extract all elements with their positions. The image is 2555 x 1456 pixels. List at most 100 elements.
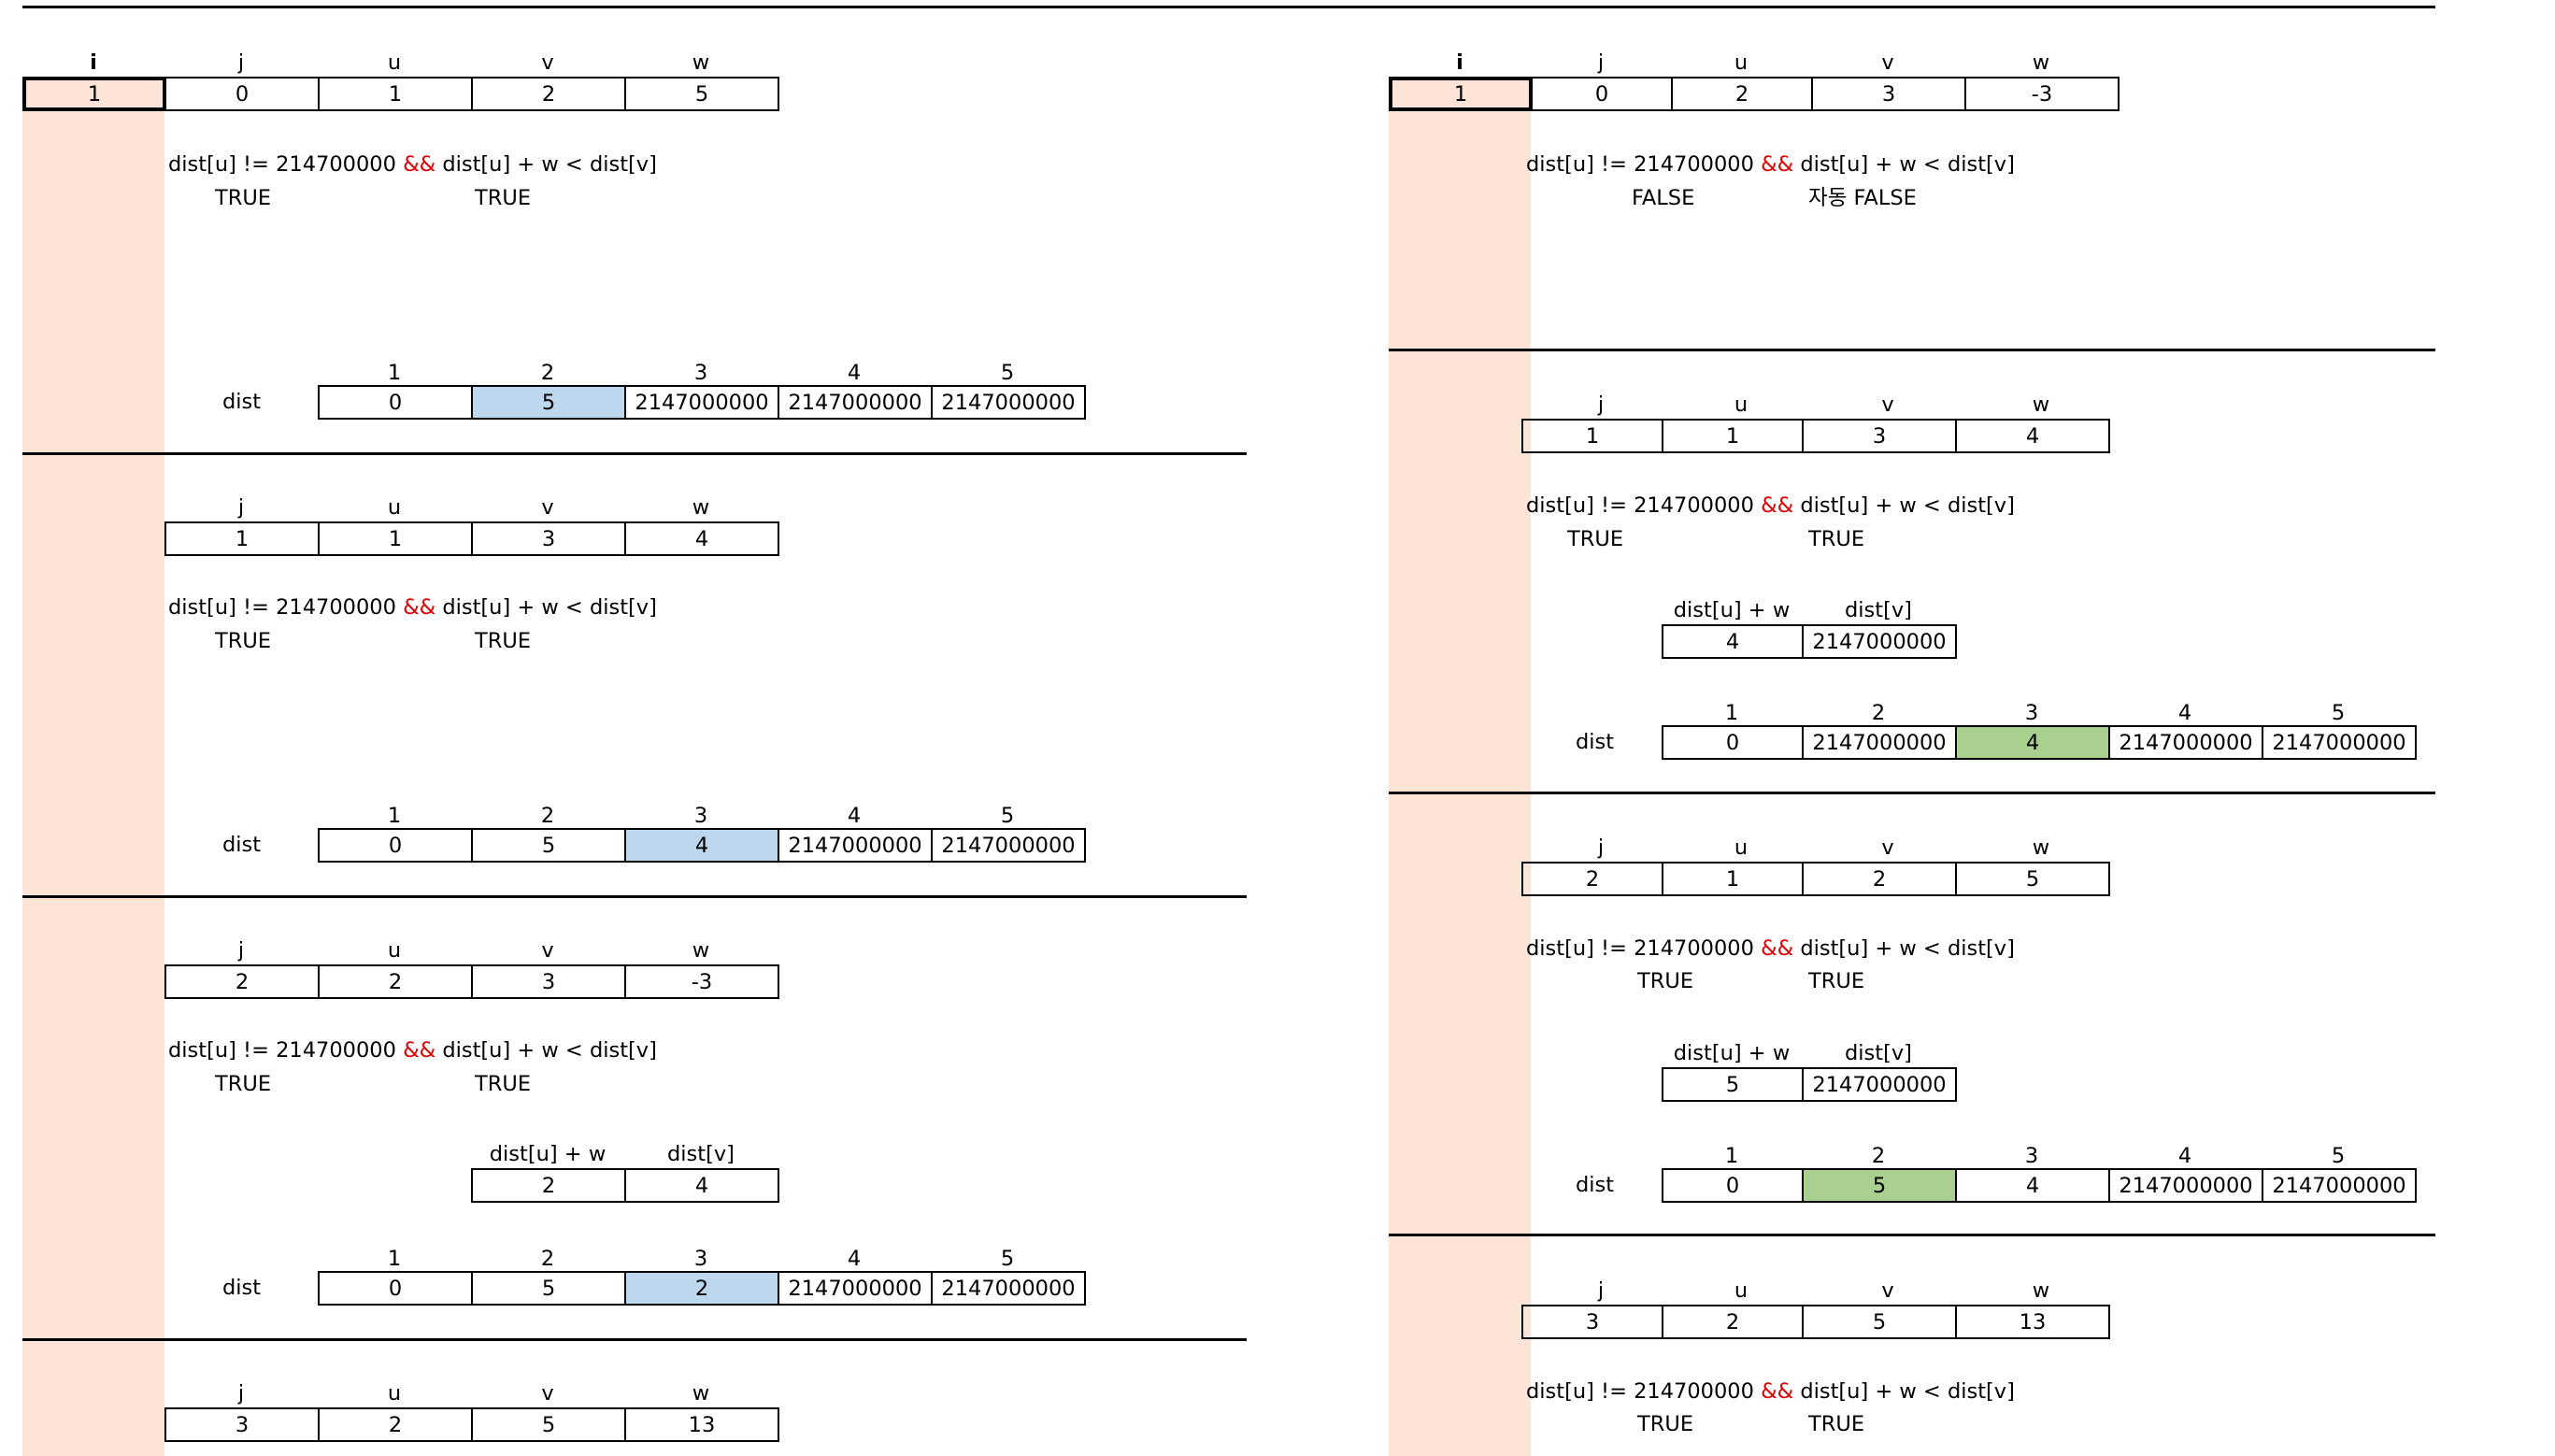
cell-v: 3 bbox=[471, 521, 626, 556]
compare-dist-u-w: 2 bbox=[471, 1168, 626, 1203]
node-3: 3 bbox=[693, 804, 708, 828]
cond-right-result: TRUE bbox=[1808, 527, 1865, 551]
dist-label: dist bbox=[1576, 730, 1615, 754]
header-j: j bbox=[1597, 50, 1605, 75]
left-step4-header: j u v w bbox=[164, 1374, 778, 1406]
dist-4: 2147000000 bbox=[2108, 1168, 2263, 1203]
node-4: 4 bbox=[847, 361, 862, 385]
dist-3: 4 bbox=[1955, 725, 2110, 760]
node-1: 1 bbox=[387, 804, 402, 828]
header-u: u bbox=[387, 495, 402, 520]
right-step3-compare-row: 5 2147000000 bbox=[1662, 1067, 1957, 1102]
condition-expression: dist[u] != 214700000 && dist[u] + w < di… bbox=[1526, 152, 2015, 177]
node-3: 3 bbox=[2024, 1144, 2039, 1168]
left-step1-row: 1 0 1 2 5 bbox=[22, 77, 779, 111]
right-step2-compare-header: dist[u] + w dist[v] bbox=[1662, 591, 1955, 622]
node-3: 3 bbox=[693, 1247, 708, 1271]
right-step4-row: 3 2 5 13 bbox=[1521, 1305, 2110, 1339]
dist-5: 2147000000 bbox=[931, 828, 1086, 863]
header-w: w bbox=[692, 1381, 710, 1406]
compare-dist-v-label: dist[v] bbox=[667, 1142, 735, 1166]
header-v: v bbox=[1881, 1278, 1894, 1303]
right-iteration-band bbox=[1389, 77, 1531, 1456]
cell-w: 13 bbox=[1955, 1305, 2110, 1339]
cell-j: 0 bbox=[1531, 77, 1673, 111]
dist-3: 4 bbox=[624, 828, 779, 863]
header-j: j bbox=[1597, 393, 1605, 417]
dist-3: 2 bbox=[624, 1271, 779, 1306]
cell-i: 1 bbox=[22, 77, 166, 111]
node-4: 4 bbox=[2177, 701, 2192, 725]
node-4: 4 bbox=[847, 804, 862, 828]
compare-dist-u-w: 5 bbox=[1662, 1067, 1804, 1102]
dist-5: 2147000000 bbox=[2262, 725, 2417, 760]
node-2: 2 bbox=[1871, 701, 1886, 725]
left-step2-row: 1 1 3 4 bbox=[164, 521, 779, 556]
cell-w: 13 bbox=[624, 1407, 779, 1442]
left-divider-3 bbox=[22, 1338, 1247, 1341]
cell-w: 5 bbox=[624, 77, 779, 111]
cell-u: 1 bbox=[1662, 862, 1804, 896]
right-step2-header: j u v w bbox=[1531, 385, 2118, 417]
dist-4: 2147000000 bbox=[778, 828, 933, 863]
node-4: 4 bbox=[2177, 1144, 2192, 1168]
cond-left-result: TRUE bbox=[215, 1072, 272, 1096]
right-step1-row: 1 0 2 3 -3 bbox=[1389, 77, 2120, 111]
compare-dist-v: 4 bbox=[624, 1168, 779, 1203]
left-step2-header: j u v w bbox=[164, 488, 778, 520]
header-j: j bbox=[237, 50, 245, 75]
node-1: 1 bbox=[1724, 701, 1739, 725]
dist-1: 0 bbox=[318, 385, 473, 420]
cell-j: 0 bbox=[164, 77, 320, 111]
dist-3: 2147000000 bbox=[624, 385, 779, 420]
condition-expression: dist[u] != 214700000 && dist[u] + w < di… bbox=[1526, 1379, 2015, 1404]
right-step3-compare-header: dist[u] + w dist[v] bbox=[1662, 1034, 1955, 1065]
compare-dist-u-w-label: dist[u] + w bbox=[489, 1142, 607, 1166]
cond-left-result: TRUE bbox=[215, 629, 272, 653]
header-v: v bbox=[1881, 393, 1894, 417]
compare-dist-v: 2147000000 bbox=[1802, 1067, 1957, 1102]
condition-expression: dist[u] != 214700000 && dist[u] + w < di… bbox=[1526, 493, 2015, 518]
header-u: u bbox=[1734, 835, 1749, 860]
header-u: u bbox=[387, 1381, 402, 1406]
header-w: w bbox=[2032, 835, 2050, 860]
cond-left-result: TRUE bbox=[215, 186, 272, 210]
dist-label: dist bbox=[222, 390, 262, 414]
dist-2: 5 bbox=[471, 385, 626, 420]
node-2: 2 bbox=[1871, 1144, 1886, 1168]
left-iteration-band bbox=[22, 77, 164, 1456]
dist-4: 2147000000 bbox=[778, 1271, 933, 1306]
dist-2: 5 bbox=[471, 1271, 626, 1306]
dist-1: 0 bbox=[318, 828, 473, 863]
left-step1-dist-header: 1 2 3 4 5 bbox=[318, 353, 1084, 385]
header-w: w bbox=[692, 938, 710, 963]
node-5: 5 bbox=[1000, 804, 1015, 828]
compare-dist-u-w-label: dist[u] + w bbox=[1673, 1041, 1791, 1065]
cell-w: 5 bbox=[1955, 862, 2110, 896]
cond-right-result: TRUE bbox=[475, 186, 532, 210]
cond-right-result: TRUE bbox=[475, 1072, 532, 1096]
cell-j: 1 bbox=[1521, 419, 1663, 453]
header-w: w bbox=[2032, 393, 2050, 417]
right-step3-row: 2 1 2 5 bbox=[1521, 862, 2110, 896]
header-j: j bbox=[237, 1381, 245, 1406]
compare-dist-u-w-label: dist[u] + w bbox=[1673, 598, 1791, 622]
node-1: 1 bbox=[387, 1247, 402, 1271]
dist-5: 2147000000 bbox=[931, 385, 1086, 420]
header-u: u bbox=[1734, 50, 1749, 75]
left-step3-compare-row: 2 4 bbox=[471, 1168, 779, 1203]
condition-expression: dist[u] != 214700000 && dist[u] + w < di… bbox=[168, 1038, 657, 1063]
header-w: w bbox=[2032, 1278, 2050, 1303]
left-step1-dist-row: 0 5 2147000000 2147000000 2147000000 bbox=[318, 385, 1086, 420]
dist-5: 2147000000 bbox=[931, 1271, 1086, 1306]
right-step4-header: j u v w bbox=[1531, 1271, 2118, 1303]
header-v: v bbox=[541, 1381, 554, 1406]
cell-j: 1 bbox=[164, 521, 320, 556]
cell-j: 3 bbox=[164, 1407, 320, 1442]
node-5: 5 bbox=[1000, 1247, 1015, 1271]
cell-w: 4 bbox=[624, 521, 779, 556]
header-w: w bbox=[2032, 50, 2050, 75]
cell-u: 1 bbox=[318, 77, 473, 111]
node-5: 5 bbox=[1000, 361, 1015, 385]
dist-3: 4 bbox=[1955, 1168, 2110, 1203]
